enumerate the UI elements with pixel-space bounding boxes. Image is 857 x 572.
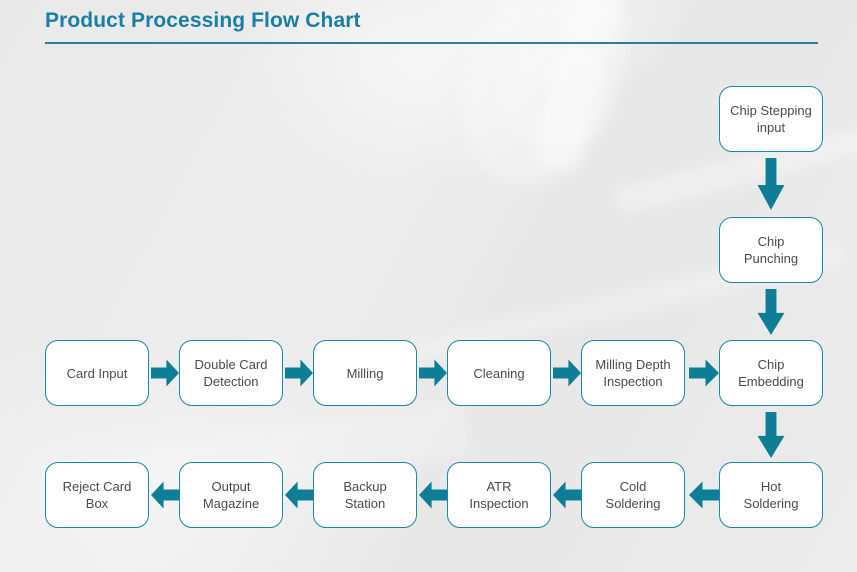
flow-node-label-line2: Punching [743, 251, 799, 266]
flow-node-label-line2: input [756, 120, 786, 135]
flow-arrow-double-card-detection-to-milling [285, 357, 313, 389]
flow-node-label-line1: Cold [619, 479, 647, 494]
flow-node-chip-stepping-input[interactable]: Chip Stepping input [719, 86, 823, 152]
flow-arrow-chip-punching-to-chip-embedding [755, 289, 787, 335]
flow-node-label-line1: Double Card [194, 357, 268, 372]
flow-node-label-line2: Box [85, 496, 109, 511]
flow-node-label: Cleaning [473, 365, 524, 382]
flow-node-label-line1: Card Input [66, 365, 128, 381]
background-watermark [500, 40, 610, 150]
flow-node-cleaning[interactable]: Cleaning [447, 340, 551, 406]
flow-arrow-chip-embedding-to-hot-soldering [755, 412, 787, 458]
flow-node-label: Chip Stepping input [730, 102, 812, 136]
flow-node-label: ATR Inspection [469, 478, 528, 512]
title-divider [45, 42, 818, 44]
flow-arrow-milling-to-cleaning [419, 357, 447, 389]
flow-arrow-milling-depth-inspection-to-chip-embedding [689, 357, 719, 389]
flow-arrow-atr-inspection-to-backup-station [419, 479, 447, 511]
page-title: Product Processing Flow Chart [45, 9, 361, 32]
flow-node-label-line1: ATR [486, 479, 512, 494]
flow-node-label-line1: Output [211, 479, 251, 494]
flow-node-label-line2: Inspection [603, 374, 663, 389]
flow-node-label: Card Input [67, 365, 128, 382]
flow-node-label-line1: Chip [757, 234, 785, 249]
flow-node-label-line2: Inspection [469, 496, 529, 511]
flow-node-label-line2: Detection [203, 374, 259, 389]
title-block: Product Processing Flow Chart [45, 6, 820, 44]
flow-node-label-line1: Hot [760, 479, 782, 494]
flow-node-label-line2: Station [344, 496, 386, 511]
flow-node-label-line1: Chip Stepping [730, 103, 812, 118]
flow-node-milling[interactable]: Milling [313, 340, 417, 406]
flow-node-label-line2: Soldering [743, 496, 799, 511]
flow-node-card-input[interactable]: Card Input [45, 340, 149, 406]
flow-node-label-line1: Chip [757, 357, 785, 372]
flow-node-label-line1: Milling [346, 365, 384, 381]
flow-node-atr-inspection[interactable]: ATR Inspection [447, 462, 551, 528]
flow-node-label-line2: Soldering [605, 496, 661, 511]
flow-arrow-output-magazine-to-reject-card-box [151, 479, 179, 511]
flow-node-label-line1: Backup [343, 479, 387, 494]
flow-arrow-chip-stepping-input-to-chip-punching [755, 158, 787, 210]
flow-node-label: Milling [347, 365, 384, 382]
flow-arrow-hot-soldering-to-cold-soldering [689, 479, 719, 511]
flow-node-label-line1: Reject Card [62, 479, 132, 494]
flow-node-label-line2: Embedding [738, 374, 804, 389]
flow-node-label-line1: Milling Depth [595, 357, 671, 372]
flow-arrow-backup-station-to-output-magazine [285, 479, 313, 511]
flow-arrow-cleaning-to-milling-depth-inspection [553, 357, 581, 389]
flow-node-label-line2: Magazine [202, 496, 260, 511]
flow-arrow-card-input-to-double-card-detection [151, 357, 179, 389]
flow-arrow-cold-soldering-to-atr-inspection [553, 479, 581, 511]
flow-node-label-line1: Cleaning [473, 365, 525, 381]
